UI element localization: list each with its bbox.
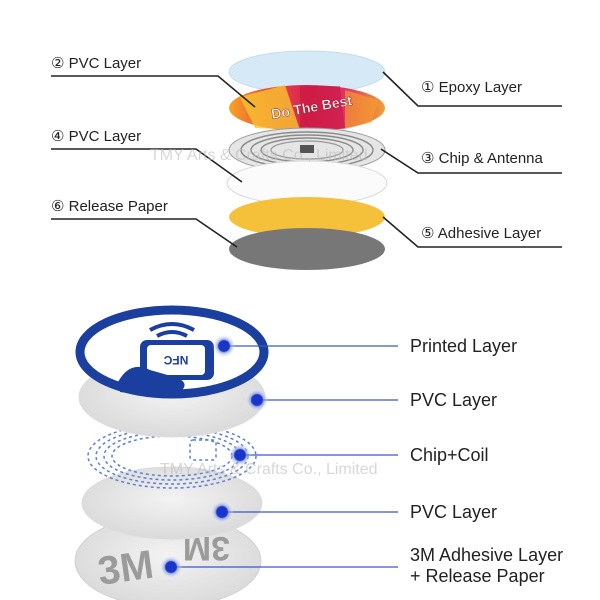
label-printed-layer: Printed Layer: [410, 336, 517, 356]
printed-pvc-layer-disc: Do The Best: [229, 85, 385, 131]
leader-line-epoxy1: [382, 71, 562, 107]
label-pvc-layer-b: PVC Layer: [410, 502, 497, 522]
adhesive-layer-disc: [229, 197, 385, 237]
label-adhesive-line2: + Release Paper: [410, 566, 545, 586]
nfc-phone-text: NFC: [163, 353, 188, 367]
leader-line-pvc4: [51, 148, 243, 183]
watermark-bottom: TMY Arts & Crafts Co., Limited: [160, 461, 378, 478]
label-release-paper-6: ⑥ Release Paper: [51, 198, 168, 215]
printed-layer-disc: NFC: [75, 305, 269, 399]
label-chip-coil: Chip+Coil: [410, 445, 489, 465]
watermark-top: TMY Arts & Crafts Co., Limited: [150, 147, 368, 164]
top-diagram: Do The Best ② PVC Layer ④ PVC Layer ⑥ Re…: [51, 50, 562, 270]
leader-line-release6: [51, 218, 238, 248]
label-pvc-layer-4: ④ PVC Layer: [51, 128, 141, 145]
marker-pvc-b: [210, 500, 234, 524]
marker-printed: [212, 334, 236, 358]
label-adhesive-line1: 3M Adhesive Layer: [410, 545, 563, 565]
label-chip-antenna-3: ③ Chip & Antenna: [421, 150, 544, 167]
bottom-diagram: 3M 3M NFC: [74, 305, 563, 600]
release-print-left: 3M: [95, 543, 156, 594]
marker-pvc-a: [245, 388, 269, 412]
leader-line-adhesive5: [382, 216, 562, 248]
label-epoxy-layer-1: ① Epoxy Layer: [421, 79, 522, 96]
leader-line-pvc2: [51, 75, 256, 108]
marker-adhesive: [159, 555, 183, 579]
label-adhesive-layer-5: ⑤ Adhesive Layer: [421, 225, 541, 242]
label-pvc-layer-a: PVC Layer: [410, 390, 497, 410]
marker-chip: [228, 443, 252, 467]
release-paper-disc: [229, 228, 385, 270]
leader-line-chip3: [380, 148, 562, 174]
label-pvc-layer-2: ② PVC Layer: [51, 55, 141, 72]
